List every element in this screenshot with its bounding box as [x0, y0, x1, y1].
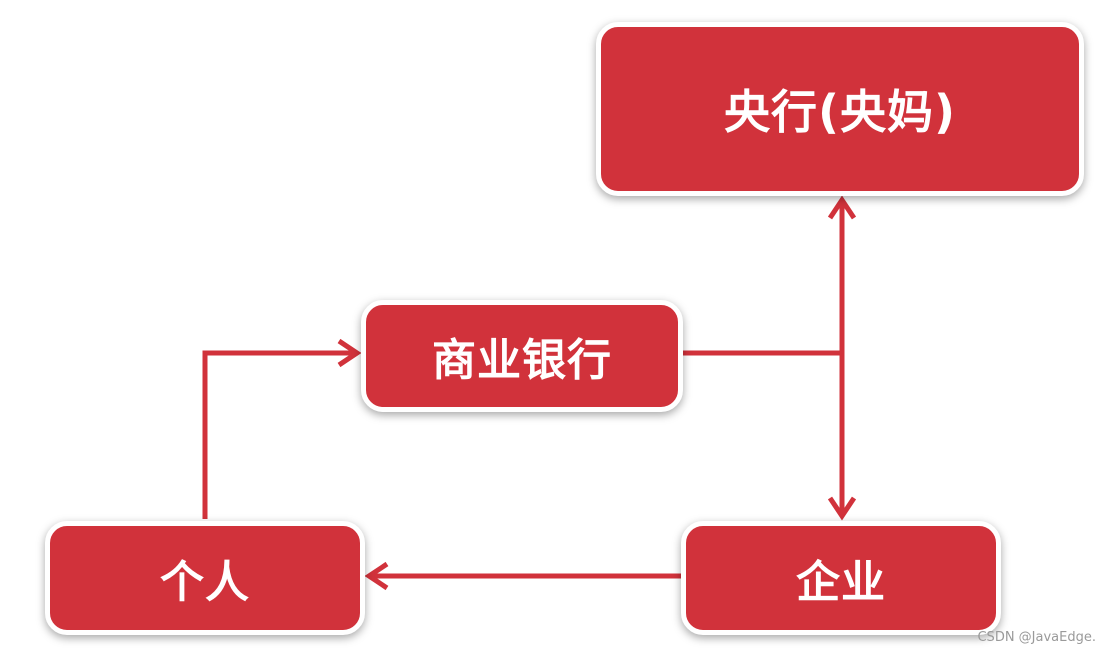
central-bank-label: 央行(央妈) [723, 85, 957, 139]
arrowhead-individual [364, 561, 389, 591]
enterprise-label: 企业 [796, 557, 886, 608]
arrowhead-enterprise [827, 496, 857, 521]
commercial-bank-label: 商业银行 [432, 335, 612, 386]
enterprise-node: 企业 [681, 521, 1001, 635]
individual-node: 个人 [45, 521, 365, 635]
commercial-bank-node: 商业银行 [361, 300, 683, 412]
arrowhead-commercial-bank [337, 338, 362, 368]
arrow-individual-to-commercial-bank [202, 350, 357, 519]
individual-label: 个人 [160, 557, 250, 608]
watermark: CSDN @JavaEdge. [977, 630, 1096, 645]
arrowhead-central-bank [827, 195, 857, 220]
central-bank-node: 央行(央妈) [596, 22, 1084, 196]
